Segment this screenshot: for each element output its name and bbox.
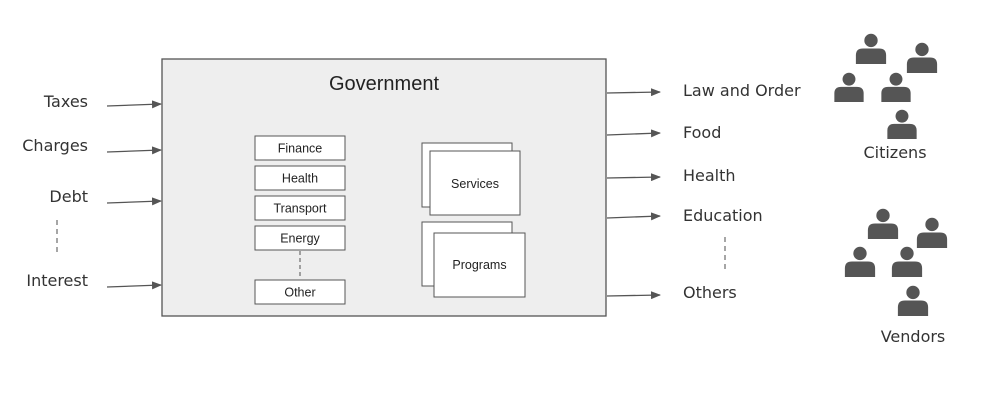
output-arrow-food [606, 129, 661, 138]
person-icon [887, 109, 917, 139]
services-card-front [429, 150, 521, 216]
output-arrow-others [606, 291, 661, 300]
output-label-health: Health [683, 166, 736, 185]
input-label-charges: Charges [22, 136, 88, 155]
department-box-transport [254, 195, 346, 221]
citizens-group-icon [834, 33, 938, 139]
output-label-food: Food [683, 123, 721, 142]
services-label: Services [451, 177, 499, 191]
output-arrow-law-and-order [606, 88, 661, 97]
output-label-education: Education [683, 206, 763, 225]
person-icon [906, 42, 938, 73]
input-arrow-charges [106, 146, 162, 155]
department-label-energy: Energy [280, 232, 320, 246]
citizens-label: Citizens [863, 143, 926, 162]
department-box-health [254, 165, 346, 191]
vendors-group-icon [844, 208, 948, 316]
government-title: Government [329, 73, 439, 95]
output-arrow-education [606, 212, 661, 221]
input-arrow-interest [106, 281, 162, 290]
person-icon [891, 246, 923, 277]
input-label-debt: Debt [49, 187, 88, 206]
person-icon [881, 72, 911, 102]
input-arrow-taxes [106, 100, 162, 109]
vendors-label: Vendors [881, 327, 946, 346]
person-icon [867, 208, 899, 239]
output-label-others: Others [683, 283, 737, 302]
programs-label: Programs [452, 258, 506, 272]
department-label-finance: Finance [278, 142, 323, 156]
output-arrow-health [606, 173, 661, 182]
output-label-law-and-order: Law and Order [683, 81, 801, 100]
input-label-taxes: Taxes [43, 92, 88, 111]
input-label-interest: Interest [26, 271, 88, 290]
input-arrow-debt [106, 197, 162, 206]
person-icon [855, 33, 887, 64]
department-label-other: Other [284, 286, 315, 300]
programs-card-front [433, 232, 526, 298]
person-icon [897, 285, 929, 316]
department-box-energy [254, 225, 346, 251]
government-box [161, 58, 607, 317]
department-box-other [254, 279, 346, 305]
person-icon [834, 72, 864, 102]
department-label-health: Health [282, 172, 318, 186]
department-label-transport: Transport [273, 202, 327, 216]
person-icon [844, 246, 876, 277]
department-box-finance [254, 135, 346, 161]
person-icon [916, 217, 948, 248]
